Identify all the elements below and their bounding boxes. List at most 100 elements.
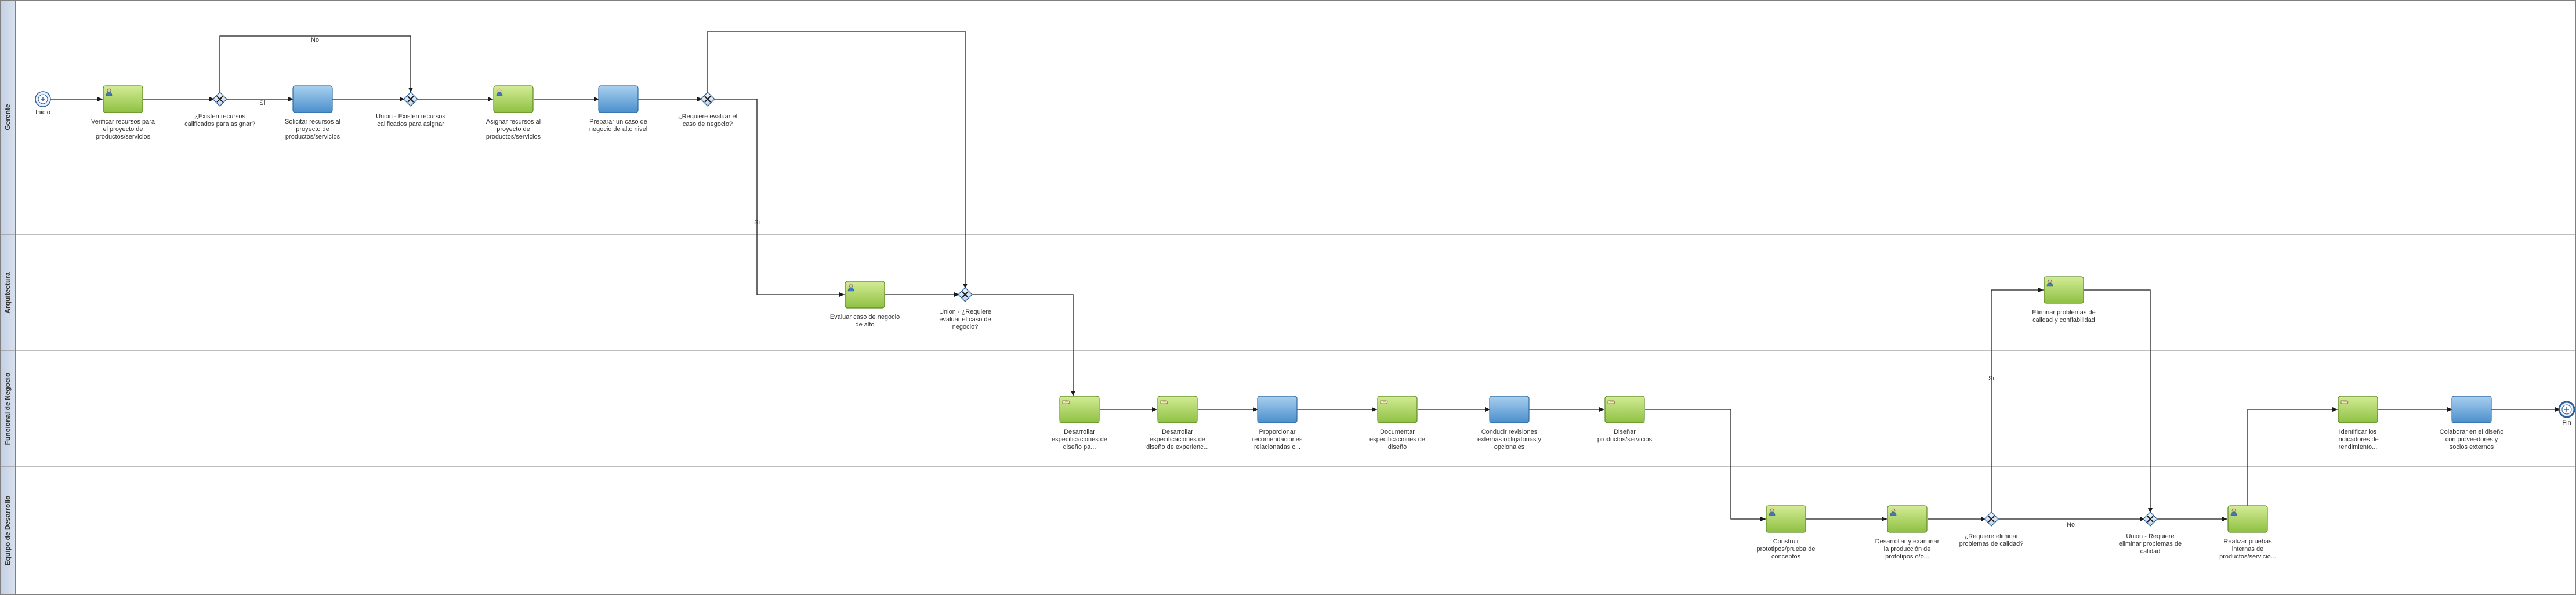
manual-task-box[interactable] [1157, 396, 1198, 423]
node-label: Union - Existen recursos [376, 113, 445, 120]
t-colaborar[interactable] [2451, 396, 2492, 423]
g-existen[interactable] [212, 92, 227, 107]
node-label: evaluar el caso de [939, 316, 991, 323]
node-label: calidad y confiabilidad [2032, 317, 2095, 324]
node-label: Desarrollar [1162, 429, 1193, 436]
lane-title: Arquitectura [3, 272, 12, 314]
t-conducir[interactable] [1489, 396, 1530, 423]
node-label: Documentar [1380, 429, 1415, 436]
service-task-box[interactable] [1489, 396, 1530, 423]
edge-label-no: No [2067, 521, 2075, 528]
t-construir[interactable] [1766, 505, 1806, 533]
g-union-caso[interactable] [958, 287, 973, 302]
node-label: con proveedores y [2445, 436, 2498, 443]
service-task-box[interactable] [1257, 396, 1298, 423]
lane-funcional-de-negocio: Funcional de Negocio [3, 373, 12, 445]
manual-task-box[interactable] [1604, 396, 1645, 423]
node-label: especificaciones de [1150, 436, 1205, 443]
node-label: de alto [855, 321, 874, 328]
edge-label-si: Si [259, 100, 265, 107]
flow-disenar-construir[interactable] [1645, 409, 1766, 521]
manual-task-box[interactable] [1377, 396, 1418, 423]
node-label: proyecto de [497, 126, 530, 133]
service-task-box[interactable] [598, 85, 639, 113]
t-disenar[interactable] [1604, 396, 1645, 423]
node-label: recomendaciones [1252, 436, 1303, 443]
node-label: productos/servicios [96, 133, 151, 140]
t-realizar[interactable] [2227, 505, 2268, 533]
flow-requiere-eliminar-si[interactable] [1991, 288, 2044, 514]
user-task-box[interactable] [493, 85, 534, 113]
node-label: Identificar los [2339, 429, 2377, 436]
node-label: la producción de [1884, 546, 1931, 553]
sequence-flows [49, 31, 2560, 521]
t-identificar[interactable] [2338, 396, 2378, 423]
node-label: Realizar pruebas [2223, 538, 2272, 545]
node-label: Verificar recursos para [91, 118, 155, 125]
node-label: prototipos/prueba de [1757, 546, 1816, 553]
edge-label-no: No [311, 37, 319, 43]
g-union-eliminar[interactable] [2143, 511, 2158, 527]
node-label: conceptos [1771, 553, 1801, 560]
node-label: Conducir revisiones [1481, 429, 1538, 436]
t-proporcionar[interactable] [1257, 396, 1298, 423]
service-task-box[interactable] [2451, 396, 2492, 423]
user-task-box[interactable] [2227, 505, 2268, 533]
edge-label-si: Si [1988, 375, 1994, 382]
flow-eliminar-union[interactable] [2084, 289, 2153, 513]
flow-union-desarrollar[interactable] [970, 294, 1075, 396]
node-label: externas obligatorias y [1477, 436, 1542, 443]
node-label: Diseñar [1614, 429, 1636, 436]
node-label: Asignar recursos al [486, 118, 541, 125]
node-label: especificaciones de [1052, 436, 1107, 443]
node-label: negocio? [952, 324, 979, 331]
user-task-box[interactable] [1887, 505, 1928, 533]
node-label: calidad [2140, 548, 2161, 555]
end[interactable] [2558, 401, 2575, 418]
lane-title: Gerente [3, 104, 12, 130]
service-task-box[interactable] [292, 85, 333, 113]
t-desarrollar-esp[interactable] [1059, 396, 1100, 423]
t-solicitar[interactable] [292, 85, 333, 113]
g-union-existen[interactable] [403, 92, 418, 107]
g-requiere-eliminar[interactable] [1984, 511, 1999, 527]
lane-arquitectura: Arquitectura [3, 272, 12, 314]
lane-title: Funcional de Negocio [3, 373, 12, 445]
t-preparar[interactable] [598, 85, 639, 113]
t-documentar[interactable] [1377, 396, 1418, 423]
node-label: Evaluar caso de negocio [830, 314, 900, 321]
t-evaluar-caso[interactable] [845, 281, 885, 309]
node-label: rendimiento... [2339, 444, 2378, 451]
user-task-box[interactable] [2044, 276, 2084, 304]
node-label: productos/servicios [486, 133, 541, 140]
node-label: ¿Existen recursos [194, 113, 246, 120]
node-label: Eliminar problemas de [2032, 309, 2095, 316]
user-task-box[interactable] [103, 85, 143, 113]
t-verificar[interactable] [103, 85, 143, 113]
t-desarrollar-examinar[interactable] [1887, 505, 1928, 533]
node-label: Desarrollar y examinar [1875, 538, 1940, 545]
t-asignar[interactable] [493, 85, 534, 113]
node-label: el proyecto de [103, 126, 143, 133]
node-label: opcionales [1494, 444, 1525, 451]
node-label: problemas de calidad? [1959, 540, 2024, 547]
manual-task-box[interactable] [2338, 396, 2378, 423]
t-eliminar[interactable] [2044, 276, 2084, 304]
flow-realizar-identificar[interactable] [2247, 407, 2338, 508]
node-label: calificados para asignar? [184, 121, 255, 128]
user-task-box[interactable] [1766, 505, 1806, 533]
start[interactable] [35, 91, 51, 107]
manual-task-box[interactable] [1059, 396, 1100, 423]
flow-requiere-union-no[interactable] [707, 31, 968, 289]
node-label: diseño de experienc... [1146, 444, 1209, 451]
user-task-box[interactable] [845, 281, 885, 309]
t-desarrollar-exp[interactable] [1157, 396, 1198, 423]
g-requiere-caso[interactable] [700, 92, 715, 107]
flow-requiere-evaluar-si[interactable] [713, 99, 845, 297]
flow-existen-union-no[interactable] [219, 35, 413, 94]
node-label: diseño [1388, 444, 1407, 451]
lane-equipo-de-desarrollo: Equipo de Desarrollo [3, 496, 12, 566]
edge-label-si: Si [754, 219, 760, 226]
